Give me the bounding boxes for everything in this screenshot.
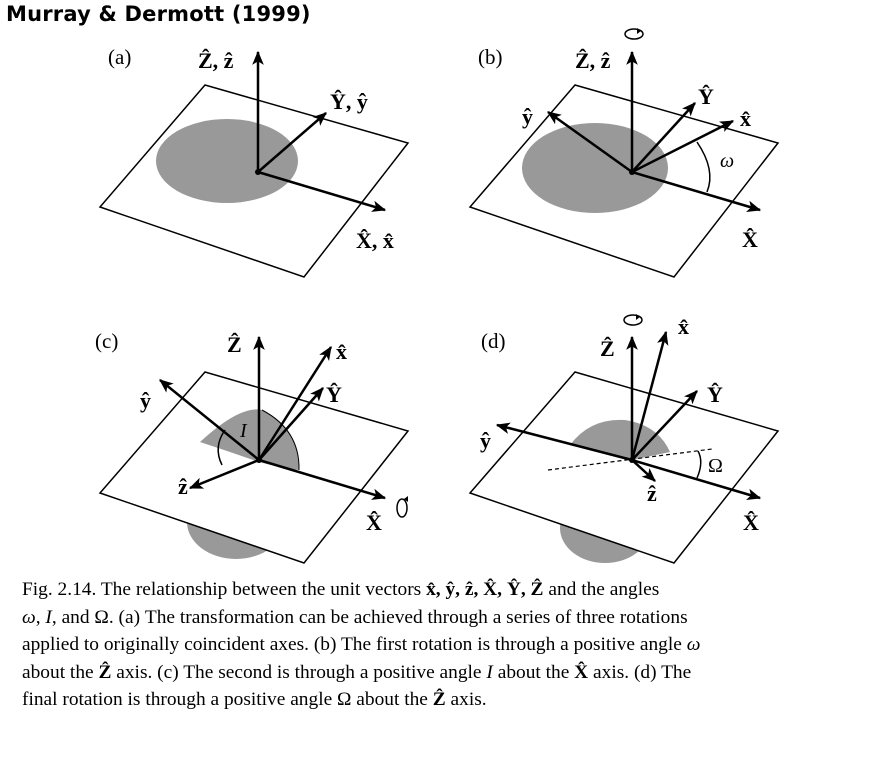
origin-dot (629, 169, 635, 175)
caption-line-1: Fig. 2.14. The relationship between the … (22, 579, 660, 600)
panel-a: (a) Ẑ, ẑ Ŷ, ŷ X̂, x̂ (98, 45, 410, 278)
Y-big-label: Ŷ (707, 382, 723, 407)
y-small-arrow (495, 422, 633, 462)
panel-d: (d) Ẑ x̂ Ŷ ŷ ẑ X̂ Ω (468, 314, 780, 564)
y-small-label: ŷ (140, 388, 151, 413)
x-small-label: x̂ (740, 106, 751, 131)
x-small-label: x̂ (678, 314, 689, 339)
reference-plane (98, 84, 410, 278)
omega-angle-label: ω (720, 150, 734, 172)
Y-big-arrow (631, 102, 696, 173)
rotation-arrowhead-icon (404, 496, 408, 502)
Z-big-label: Ẑ (600, 336, 615, 361)
rotation-arrowhead-icon (637, 28, 641, 34)
origin-dot (256, 457, 262, 463)
caption-vectors: x̂, ŷ, ẑ, X̂, Ŷ, Ẑ (426, 579, 544, 600)
y-small-arrow (547, 110, 633, 174)
x-small-arrow (257, 346, 333, 461)
rotation-arrow-icon (623, 314, 643, 326)
panel-c: (c) Ẑ ŷ x̂ Ŷ ẑ X̂ I (95, 329, 410, 564)
x-axis-label: X̂, x̂ (356, 228, 394, 253)
incl-angle-label: I (239, 420, 248, 442)
panel-a-label: (a) (108, 45, 131, 69)
origin-dot (629, 457, 635, 463)
Z-big-label: Ẑ (227, 332, 242, 357)
reference-plane (468, 84, 780, 278)
z-small-arrow (631, 459, 656, 482)
z-small-arrow (188, 458, 260, 490)
orbit-disk-upper (200, 409, 300, 470)
caption-line-2: ω, I, and Ω. (a) The transformation can … (22, 606, 688, 628)
caption-line-5: final rotation is through a positive ang… (22, 689, 487, 710)
X-big-arrow (258, 458, 387, 500)
omega-arc (696, 141, 711, 193)
X-big-arrow (631, 458, 762, 500)
y-axis-arrow (257, 112, 327, 173)
x-small-arrow (630, 330, 669, 461)
Y-big-label: Ŷ (698, 84, 714, 109)
reference-plane (98, 371, 410, 564)
X-big-label: X̂ (366, 510, 382, 535)
figure-source-header: Murray & Dermott (1999) (6, 2, 311, 26)
rotation-arrow-icon (396, 498, 408, 518)
Y-big-label: Ŷ (326, 382, 342, 407)
disk-edge (261, 409, 300, 471)
z-axis-label: Ẑ, ẑ (575, 48, 611, 73)
figure-caption: Fig. 2.14. The relationship between the … (22, 576, 864, 714)
panel-c-label: (c) (95, 329, 118, 353)
rotation-diagram: (a) Ẑ, ẑ Ŷ, ŷ X̂, x̂ (b) Ẑ, ẑ ŷ Ŷ x̂ X̂ … (95, 28, 780, 564)
orbit-disk (522, 123, 668, 213)
z-small-label: ẑ (647, 481, 657, 506)
y-small-label: ŷ (480, 428, 491, 453)
caption-line-4: about the Ẑ axis. (c) The second is thro… (22, 661, 692, 683)
node-arc (696, 450, 702, 479)
z-axis-label: Ẑ, ẑ (198, 48, 234, 73)
rotation-arrowhead-icon (636, 314, 640, 320)
node-angle-label: Ω (708, 455, 723, 477)
panel-b-label: (b) (478, 45, 503, 69)
origin-dot (255, 169, 261, 175)
x-axis-arrow (257, 170, 387, 212)
X-big-label: X̂ (743, 510, 759, 535)
rotation-arrow-icon (624, 28, 644, 40)
Y-big-arrow (631, 390, 698, 461)
caption-line-3: applied to originally coincident axes. (… (22, 634, 701, 655)
X-big-arrow (631, 170, 762, 212)
incl-arc (217, 429, 226, 466)
y-small-label: ŷ (522, 104, 533, 129)
panel-d-label: (d) (481, 329, 506, 353)
y-axis-label: Ŷ, ŷ (330, 89, 368, 114)
orbit-disk (156, 119, 298, 203)
x-small-arrow (631, 119, 735, 174)
z-small-label: ẑ (178, 474, 188, 499)
y-small-arrow (159, 379, 260, 461)
x-small-label: x̂ (336, 339, 347, 364)
reference-plane (468, 371, 780, 564)
Y-big-arrow (258, 387, 324, 461)
panel-b: (b) Ẑ, ẑ ŷ Ŷ x̂ X̂ ω (468, 28, 780, 278)
X-big-label: X̂ (742, 227, 758, 252)
